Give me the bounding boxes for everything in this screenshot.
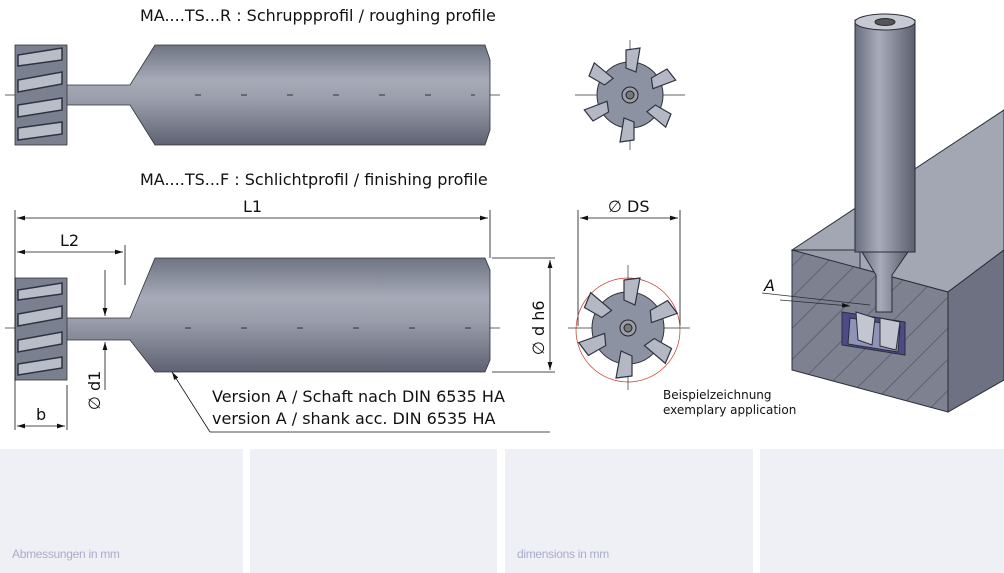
panel-label: Abmessungen in mm [12,547,120,561]
technical-drawing: MA....TS...R : Schruppprofil / roughing … [5,6,1004,433]
panel-label: dimensions in mm [517,547,609,561]
example-label-de: Beispielzeichnung [663,388,772,402]
example-label-en: exemplary application [663,403,796,417]
application-3d-view [761,13,1004,413]
finishing-tool-side-view [5,257,500,381]
version-label-de: Version A / Schaft nach DIN 6535 HA [212,387,505,406]
info-panel-4 [760,449,1004,573]
finishing-tool-end-view [568,265,690,390]
dimension-DS: ∅ DS [608,197,650,216]
dimension-d1: ∅ d1 [85,371,104,410]
roughing-tool-side-view [5,44,500,146]
dimension-A: A [763,276,775,295]
dimension-lines [14,210,681,433]
dimension-b: b [36,405,46,424]
dimension-L1: L1 [243,197,262,216]
info-panel-1: Abmessungen in mm [0,449,243,573]
finishing-title: MA....TS...F : Schlichtprofil / finishin… [140,170,488,189]
roughing-tool-end-view [575,40,685,150]
info-panel-2 [250,449,497,573]
version-label-en: version A / shank acc. DIN 6535 HA [212,409,495,428]
dimension-d-h6: ∅ d h6 [529,300,548,355]
dimension-L2: L2 [60,231,79,250]
roughing-title: MA....TS...R : Schruppprofil / roughing … [140,6,496,25]
info-panel-3: dimensions in mm [505,449,753,573]
